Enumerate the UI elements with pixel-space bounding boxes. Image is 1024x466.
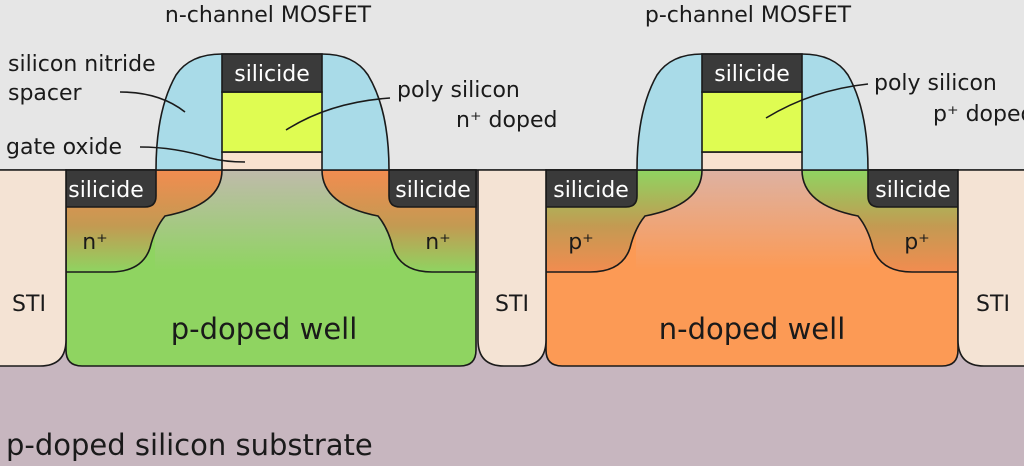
p-source-region-label: p⁺ (568, 230, 594, 255)
sti-left-label: STI (12, 292, 46, 317)
p-drain-region-label: p⁺ (904, 230, 930, 255)
p-channel-source-silicide (545, 169, 638, 208)
sti-right (957, 169, 1024, 367)
n-poly-leader-line (285, 97, 391, 131)
gate-oxide-label: gate oxide (6, 135, 122, 160)
n-channel-title: n-channel MOSFET (165, 3, 372, 28)
p-channel-title: p-channel MOSFET (645, 3, 852, 28)
p-doped-well-label: p-doped well (171, 312, 358, 346)
spacer-leader-line (119, 91, 186, 113)
n-channel-drain-silicide (388, 169, 477, 208)
sti-middle (477, 169, 547, 367)
sti-middle-label: STI (495, 292, 529, 317)
n-drain-region-label: n⁺ (425, 230, 451, 255)
p-channel-gate-silicide (701, 53, 803, 93)
p-channel-drain-silicide (867, 169, 959, 208)
sti-right-label: STI (976, 292, 1010, 317)
spacer-label-line1: silicon nitride (8, 52, 156, 77)
n-channel-gate-silicide (221, 53, 323, 93)
p-drain-silicide-label: silicide (875, 178, 951, 203)
p-gate-silicide-label: silicide (714, 62, 790, 87)
substrate-label: p-doped silicon substrate (6, 428, 373, 462)
n-source-silicide-label: silicide (68, 178, 144, 203)
n-poly-label: poly silicon (397, 78, 520, 103)
n-channel-source-silicide (65, 169, 157, 208)
p-source-silicide-label: silicide (553, 178, 629, 203)
p-poly-doping-label: p⁺ doped (933, 102, 1024, 127)
p-poly-label: poly silicon (874, 71, 997, 96)
n-channel-poly-gate (221, 91, 323, 153)
n-source-region-label: n⁺ (82, 230, 108, 255)
sti-left (0, 169, 67, 367)
n-doped-well-label: n-doped well (659, 312, 846, 346)
n-channel-gate-oxide (221, 151, 323, 171)
spacer-label-line2: spacer (8, 81, 83, 106)
p-channel-poly-gate (701, 91, 803, 153)
gate-oxide-leader-line (139, 146, 246, 163)
p-poly-leader-line (765, 83, 869, 119)
n-drain-silicide-label: silicide (395, 178, 471, 203)
n-gate-silicide-label: silicide (234, 62, 310, 87)
n-poly-doping-label: n⁺ doped (456, 108, 557, 133)
p-channel-gate-oxide (701, 151, 803, 171)
